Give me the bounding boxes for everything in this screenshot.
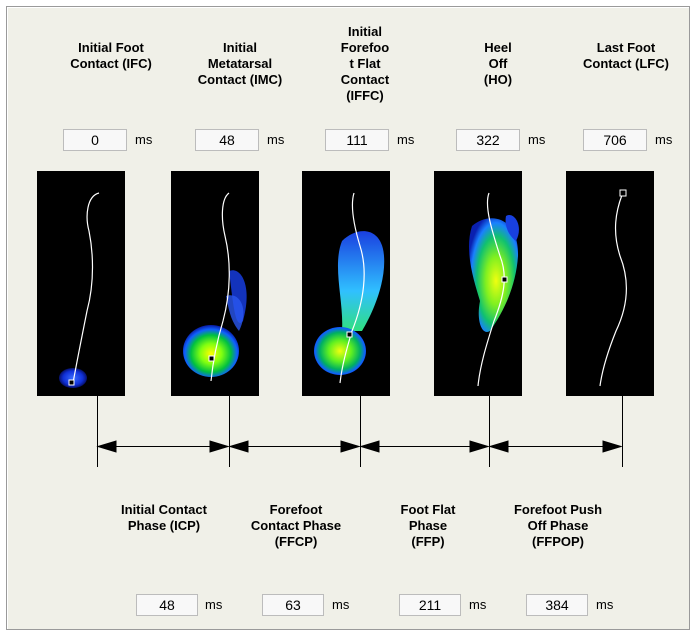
imc-unit: ms xyxy=(267,132,285,147)
event-label-imc: Initial Metatarsal Contact (IMC) xyxy=(197,40,283,87)
iffc-unit: ms xyxy=(397,132,415,147)
ho-time-field[interactable]: 322 xyxy=(456,129,520,151)
event-label-ifc: Initial Foot Contact (IFC) xyxy=(70,40,152,71)
ffpop-duration-field[interactable]: 384 xyxy=(526,594,588,616)
icp-unit: ms xyxy=(205,597,223,612)
ffcp-duration-field[interactable]: 63 xyxy=(262,594,324,616)
ifc-time-field[interactable]: 0 xyxy=(63,129,127,151)
event-label-lfc: Last Foot Contact (LFC) xyxy=(583,40,669,71)
ffp-duration-field[interactable]: 211 xyxy=(399,594,461,616)
phase-label-icp: Initial Contact Phase (ICP) xyxy=(121,502,207,533)
icp-duration-field[interactable]: 48 xyxy=(136,594,198,616)
event-label-iffc: Initial Forefoo t Flat Contact (IFFC) xyxy=(340,24,390,103)
imc-time-field[interactable]: 48 xyxy=(195,129,259,151)
pressure-image-ho xyxy=(434,171,522,396)
event-label-ho: Heel Off (HO) xyxy=(483,40,513,87)
phase-label-ffcp: Forefoot Contact Phase (FFCP) xyxy=(250,502,342,549)
ho-unit: ms xyxy=(528,132,546,147)
phase-label-ffp: Foot Flat Phase (FFP) xyxy=(400,502,456,549)
pressure-image-ifc xyxy=(37,171,125,396)
phase-timeline xyxy=(96,396,623,467)
ffpop-unit: ms xyxy=(596,597,614,612)
lfc-time-field[interactable]: 706 xyxy=(583,129,647,151)
ifc-unit: ms xyxy=(135,132,153,147)
pressure-image-imc xyxy=(171,171,259,396)
ffcp-unit: ms xyxy=(332,597,350,612)
phase-label-ffpop: Forefoot Push Off Phase (FFPOP) xyxy=(513,502,603,549)
gait-phase-panel: Initial Foot Contact (IFC) Initial Metat… xyxy=(6,6,690,630)
iffc-time-field[interactable]: 111 xyxy=(325,129,389,151)
pressure-image-lfc xyxy=(566,171,654,396)
lfc-unit: ms xyxy=(655,132,673,147)
pressure-image-iffc xyxy=(302,171,390,396)
ffp-unit: ms xyxy=(469,597,487,612)
